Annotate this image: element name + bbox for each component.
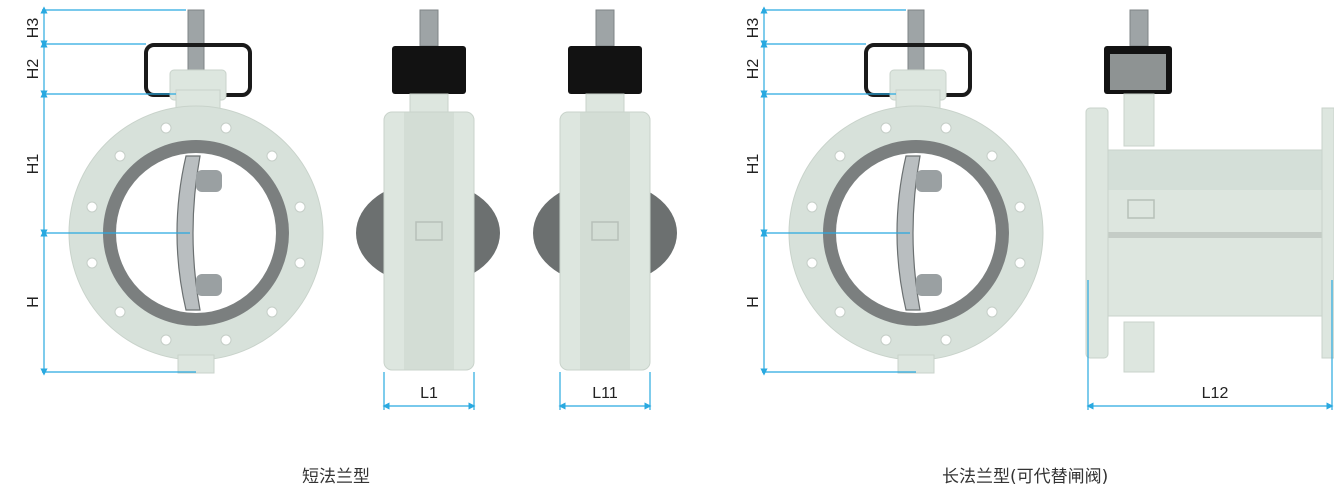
dim-h3-label: H3 xyxy=(25,18,42,39)
bolt-holes xyxy=(86,122,306,346)
dimension-lines-l12: L12 xyxy=(1086,280,1334,410)
dim-l11-label: L11 xyxy=(592,385,618,402)
dim-h2-label: H2 xyxy=(25,59,42,80)
dimension-lines-l1: L1 xyxy=(382,372,476,410)
dim-h1-label-2: H1 xyxy=(745,154,762,175)
dim-h-label: H xyxy=(25,296,42,308)
dimension-lines-front-2: H3 H2 H1 H xyxy=(745,6,916,376)
dim-h-label-2: H xyxy=(745,296,762,308)
dim-h2-label-2: H2 xyxy=(745,59,762,80)
front-view-long-flange xyxy=(788,9,1044,374)
side-view-l1 xyxy=(356,9,500,371)
side-view-l12 xyxy=(1085,9,1334,373)
caption-long-flange: 长法兰型(可代替闸阀) xyxy=(942,467,1109,487)
caption-short-flange: 短法兰型 xyxy=(302,467,370,487)
dim-h1-label: H1 xyxy=(25,154,42,175)
front-view-short-flange xyxy=(68,9,324,374)
dim-l1-label: L1 xyxy=(420,385,438,402)
dimension-lines-l11: L11 xyxy=(558,372,652,410)
side-view-l11 xyxy=(533,9,677,371)
dimension-lines-front-1: H3 H2 H1 H xyxy=(25,6,196,376)
bolt-holes-2 xyxy=(806,122,1026,346)
dim-h3-label-2: H3 xyxy=(745,18,762,39)
dim-l12-label: L12 xyxy=(1202,385,1229,402)
